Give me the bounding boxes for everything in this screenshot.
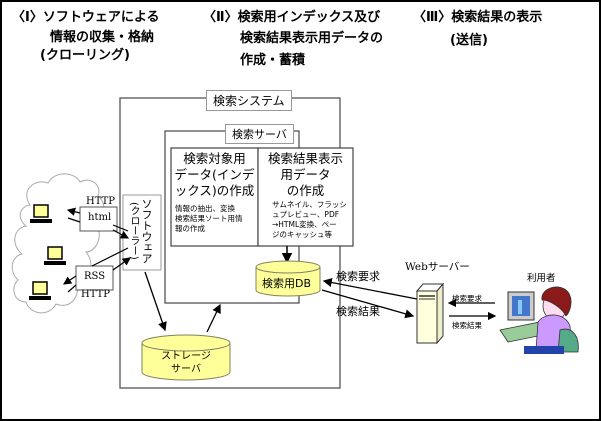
computer-icon-3 <box>29 281 51 300</box>
storage-server-cylinder <box>141 334 231 381</box>
rss-label: RSS <box>84 271 106 282</box>
display-title-line: 検索結果表示 <box>267 151 343 166</box>
search-system-title: 検索システム <box>206 90 292 111</box>
user-result-label: 検索結果 <box>452 321 482 330</box>
index-title-line: 検索対象用 <box>183 151 246 166</box>
display-desc-line: →HTML変換、ペー <box>272 220 337 229</box>
user-label: 利用者 <box>527 273 556 284</box>
phase1-header-line1: 〈Ⅰ〉ソフトウェアによる <box>12 10 160 25</box>
web-server-icon <box>415 282 445 345</box>
display-panel-title: 検索結果表示 用データ の作成 <box>258 151 353 199</box>
rss-box <box>75 265 114 291</box>
search-db-cylinder <box>255 260 321 297</box>
web-server-label: Webサーバー <box>405 261 470 273</box>
user-request-label: 検索要求 <box>452 294 482 303</box>
storage-label: ストレージ サーバ <box>142 350 230 376</box>
display-desc-line: サムネイル、フラッシ <box>272 200 347 209</box>
phase2-header-line3: 作成・蓄積 <box>240 53 306 68</box>
phase2-header-line2: 検索結果表示用データの <box>240 31 384 46</box>
index-desc-line: 報の作成 <box>175 224 205 233</box>
phase1-header-line3: (クローリング) <box>40 48 130 63</box>
display-desc-line: ュプレビュー、PDF <box>272 210 340 219</box>
html-box <box>79 206 118 232</box>
computer-icon-2 <box>44 246 66 265</box>
phase2-header-line1: 〈Ⅱ〉検索用インデックス及び <box>203 10 381 25</box>
storage-label-line1: ストレージ <box>161 351 211 362</box>
display-desc-line: ジのキャッシュ等 <box>272 230 332 239</box>
index-panel-title: 検索対象用 データ(インデ ックス)の作成 <box>171 151 258 199</box>
http-bottom-label: HTTP <box>81 289 110 300</box>
phase3-header-line1: 〈Ⅲ〉検索結果の表示 <box>413 10 543 25</box>
display-title-line: の作成 <box>286 183 325 198</box>
index-title-line: ックス)の作成 <box>174 183 255 198</box>
display-panel-desc: サムネイル、フラッシ ュプレビュー、PDF →HTML変換、ペー ジのキャッシュ… <box>272 200 347 240</box>
storage-label-line2: サーバ <box>171 364 201 375</box>
phase1-header-line2: 情報の収集・格納 <box>50 30 155 45</box>
index-title-line: データ(インデ <box>174 167 255 182</box>
crawler-label-sub: (クローラー) <box>128 202 139 260</box>
index-panel-box <box>170 147 259 247</box>
search-server-title: 検索サーバ <box>225 124 294 144</box>
index-desc-line: 情報の抽出、変換 <box>175 204 235 213</box>
index-desc-line: 検索結果ソート用情 <box>175 214 243 223</box>
display-panel-box <box>257 147 354 247</box>
html-label: html <box>88 212 112 223</box>
phase3-header-line2: (送信) <box>450 33 488 48</box>
crawler-label-main: ソフトウェア <box>140 198 153 264</box>
user-illustration <box>499 286 579 354</box>
search-request-label: 検索要求 <box>336 270 380 283</box>
http-top-label: HTTP <box>86 196 115 207</box>
search-result-label: 検索結果 <box>336 305 380 318</box>
display-title-line: 用データ <box>280 167 331 182</box>
search-db-label: 検索用DB <box>262 277 312 290</box>
index-panel-desc: 情報の抽出、変換 検索結果ソート用情 報の作成 <box>175 204 243 234</box>
computer-icon-1 <box>30 204 52 223</box>
